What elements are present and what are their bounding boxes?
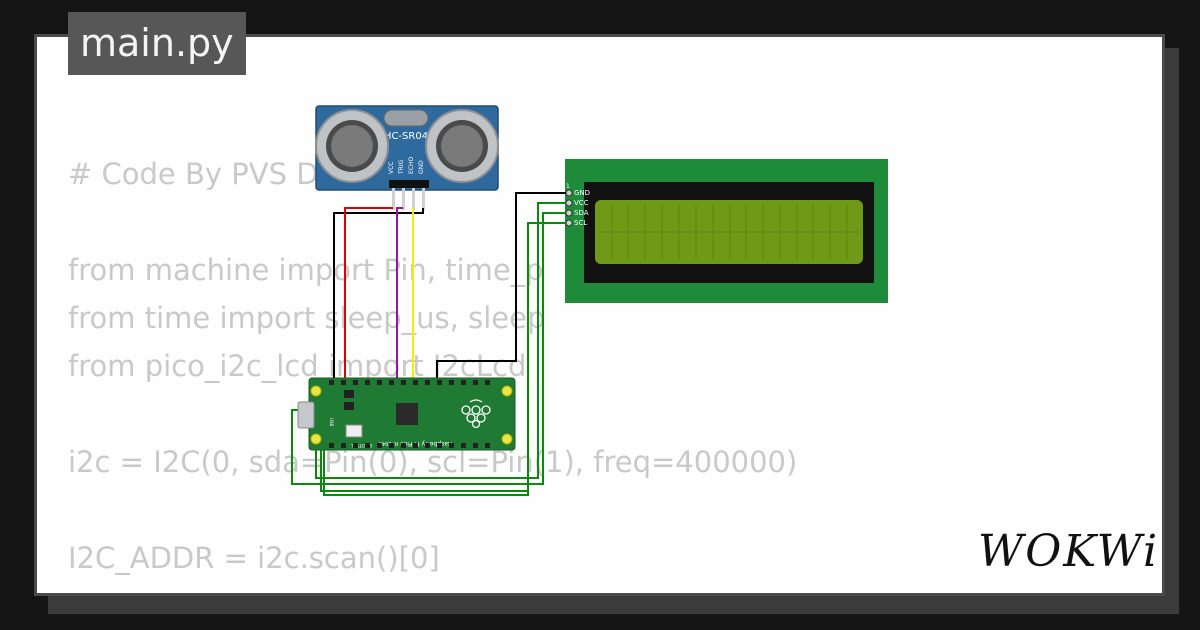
wire-sensor-trig <box>396 207 403 380</box>
wire-lcd-vcc <box>315 202 566 479</box>
code-line: from machine import Pin, time_p <box>68 253 544 287</box>
lcd-pin-label: GND <box>574 189 590 197</box>
sensor-transducer-left <box>315 109 389 183</box>
lcd-display[interactable]: 1 GND VCC SDA SCL <box>565 159 888 303</box>
code-background: # Code By PVS D from machine import Pin, … <box>68 150 797 582</box>
code-line: I2C_ADDR = i2c.scan()[0] <box>68 541 440 575</box>
rp2040-chip <box>396 403 418 425</box>
wire-sensor-gnd <box>333 208 424 380</box>
code-line: # Code By PVS D <box>68 157 319 191</box>
lcd-pin-label: VCC <box>574 199 589 207</box>
sensor-pin-label: GND <box>418 160 425 174</box>
wire-lcd-scl <box>320 222 566 492</box>
wire-lcd-gnd <box>436 192 566 380</box>
wire-sensor-vcc <box>344 207 393 380</box>
header-pins-top <box>329 380 490 385</box>
bootsel-button[interactable] <box>345 424 363 438</box>
chip-label: RP2040 <box>379 440 398 446</box>
lcd-pin-label: SCL <box>574 219 587 227</box>
mounting-holes <box>310 385 513 445</box>
sensor-pin-label: VCC <box>388 162 395 174</box>
file-tab[interactable]: main.py <box>68 12 246 75</box>
code-line: from pico_i2c_lcd import I2cLcd <box>68 349 527 383</box>
usb-port <box>297 401 315 429</box>
raspberry-logo-icon <box>461 399 491 429</box>
lcd-pin-label: SDA <box>574 209 589 217</box>
sensor-label: HC-SR04 <box>384 131 428 142</box>
project-preview-card[interactable] <box>34 34 1165 596</box>
sensor-transducer-right <box>425 109 499 183</box>
lcd-pin1-marker: 1 <box>566 183 570 190</box>
wokwi-logo[interactable]: WOKWi <box>978 526 1160 577</box>
lcd-character-grid <box>599 204 859 260</box>
wires <box>291 192 566 496</box>
header-pins-bottom <box>329 443 490 448</box>
raspberry-pi-pico[interactable]: USB BOOTSEL RP2040 Raspberry Pi Pico <box>297 377 516 451</box>
bootsel-label: BOOTSEL <box>350 442 372 448</box>
ultrasonic-sensor[interactable]: HC-SR04 VCC TRIG ECHO GND <box>315 105 499 210</box>
usb-label: USB <box>329 418 334 426</box>
sensor-pin-label: ECHO <box>408 157 415 174</box>
code-line: from time import sleep_us, sleep <box>68 301 546 335</box>
sensor-pin-label: TRIG <box>398 159 405 175</box>
code-line: i2c = I2C(0, sda=Pin(0), scl=Pin(1), fre… <box>68 445 798 479</box>
wire-lcd-scl-return <box>323 223 529 496</box>
wire-lcd-sda <box>291 212 566 485</box>
